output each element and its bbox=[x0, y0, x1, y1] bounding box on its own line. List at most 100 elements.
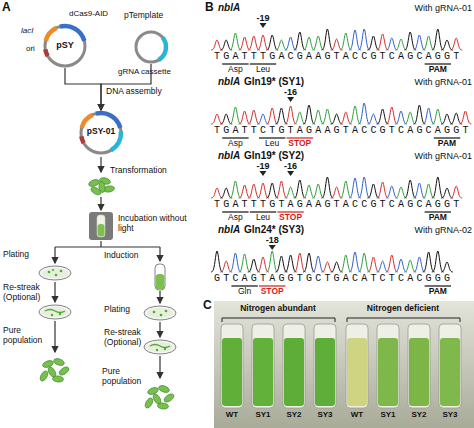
trace-peak bbox=[275, 181, 287, 198]
streak bbox=[45, 310, 65, 313]
trace-peak bbox=[340, 112, 352, 124]
tube-label: SY1 bbox=[255, 410, 270, 419]
cell bbox=[53, 357, 65, 366]
trace-peak bbox=[423, 108, 435, 124]
tube-label: SY2 bbox=[411, 410, 426, 419]
group-label: Nitrogen abundant bbox=[240, 304, 316, 314]
cell bbox=[163, 392, 175, 403]
trace-peak bbox=[220, 114, 232, 124]
culture-tube bbox=[314, 324, 336, 408]
flow-arrow bbox=[54, 321, 55, 352]
feature-label: gRNA cassette bbox=[118, 67, 171, 76]
cell bbox=[58, 365, 70, 376]
trace-peak bbox=[441, 188, 453, 198]
colony bbox=[51, 314, 53, 316]
trace-peak bbox=[248, 259, 260, 272]
trace-peak bbox=[321, 262, 333, 272]
trace-peak bbox=[340, 255, 352, 272]
trace-peak bbox=[229, 33, 241, 50]
colony bbox=[160, 314, 163, 317]
petri-plate bbox=[144, 340, 176, 354]
trace-peak bbox=[266, 183, 278, 198]
group-bracket bbox=[347, 318, 460, 322]
trace-peak bbox=[331, 262, 343, 272]
plasmid-name: pSY-01 bbox=[79, 127, 123, 137]
trace-peak bbox=[257, 183, 269, 198]
plasmid-backbone bbox=[136, 32, 166, 62]
trace-peak bbox=[321, 177, 333, 198]
flow-arrow bbox=[159, 356, 160, 378]
mutant-name: Gln24* (SY3) bbox=[244, 224, 304, 236]
position-arrowhead bbox=[269, 245, 276, 250]
pam-label: PAM bbox=[429, 213, 447, 223]
step-label: Re-streak (Optional) bbox=[104, 328, 144, 348]
flow-line bbox=[100, 241, 101, 247]
trace-peak bbox=[450, 113, 462, 124]
trace-peak bbox=[340, 33, 352, 50]
trace-peak bbox=[257, 114, 269, 124]
cell bbox=[157, 403, 168, 410]
trace-peak bbox=[413, 35, 425, 50]
gene-name: nblA bbox=[218, 150, 240, 162]
trace-peak bbox=[285, 37, 297, 50]
culture-tube bbox=[346, 324, 368, 408]
plasmid-circle: pSYdCas9-AIDlacIori bbox=[43, 24, 87, 68]
pam-label: PAM bbox=[429, 65, 447, 75]
trace-peak bbox=[211, 188, 223, 198]
culture-tube bbox=[221, 324, 243, 408]
panel-letter: C bbox=[203, 299, 212, 313]
cell bbox=[39, 370, 50, 383]
trace-peak bbox=[358, 103, 370, 124]
trace-peak bbox=[432, 177, 444, 198]
trace-peak bbox=[312, 110, 324, 124]
gene-name: nblA bbox=[218, 224, 240, 236]
trace-peak bbox=[367, 114, 379, 124]
agar bbox=[42, 307, 68, 317]
trace-peak bbox=[303, 105, 315, 124]
trace-peak bbox=[404, 112, 416, 124]
plasmid-name: pTemplate bbox=[124, 11, 163, 21]
trace-peak bbox=[404, 180, 416, 198]
colony bbox=[165, 310, 168, 313]
trace-peak bbox=[386, 255, 398, 272]
position-mark: -19 bbox=[256, 13, 269, 23]
colony bbox=[52, 269, 54, 271]
trace-peak bbox=[275, 108, 287, 124]
trace-peak bbox=[432, 109, 444, 124]
position-mark: -19 bbox=[256, 161, 269, 171]
trace-peak bbox=[211, 114, 223, 124]
plasmid-circle: pTemplategRNA cassette bbox=[134, 30, 168, 64]
trace-peak bbox=[229, 253, 241, 272]
trace-peak bbox=[459, 111, 471, 124]
plasmid-feature bbox=[81, 136, 83, 143]
colony bbox=[59, 313, 61, 315]
trace-peak bbox=[257, 257, 269, 272]
trace-peak bbox=[266, 35, 278, 50]
trace-peak bbox=[367, 257, 379, 272]
trace-peak bbox=[349, 178, 361, 198]
codon-label: Asp bbox=[228, 139, 243, 149]
codon-label: Asp bbox=[228, 213, 243, 223]
tube-label: SY3 bbox=[317, 410, 332, 419]
trace-peak bbox=[367, 36, 379, 50]
pam-label: PAM bbox=[429, 287, 447, 297]
step-label: Re-streak (Optional) bbox=[3, 283, 43, 303]
tube-label: SY3 bbox=[442, 410, 457, 419]
trace-peak bbox=[312, 184, 324, 198]
petri-plate bbox=[39, 266, 71, 280]
flow-arrow bbox=[100, 157, 101, 172]
trace-peak bbox=[377, 34, 389, 50]
step-label: Incubation without light bbox=[118, 214, 198, 234]
trace-peak bbox=[275, 256, 287, 272]
trace-peak bbox=[349, 106, 361, 124]
trace-peak bbox=[229, 107, 241, 124]
culture-tube bbox=[252, 324, 274, 408]
mutant-name: Gln19* (SY2) bbox=[244, 150, 304, 162]
cell bbox=[144, 397, 155, 410]
position-arrowhead bbox=[260, 171, 267, 176]
agar bbox=[147, 308, 173, 318]
trace-peak bbox=[377, 182, 389, 198]
position-mark: -18 bbox=[266, 235, 279, 245]
position-arrowhead bbox=[287, 171, 294, 176]
feature-label: dCas9-AID bbox=[69, 9, 108, 18]
